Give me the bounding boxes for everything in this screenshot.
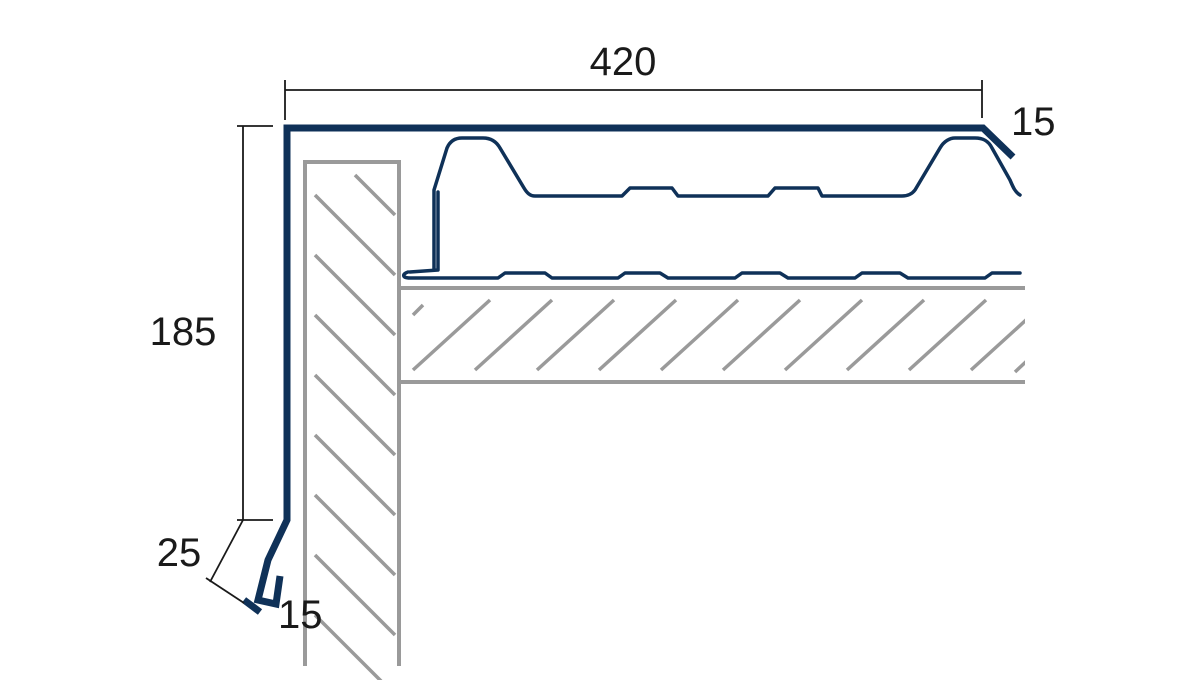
upper-sheet-inner-edge	[408, 190, 440, 274]
dim-label-top-length: 420	[590, 40, 657, 84]
roof-sheets	[402, 136, 1022, 280]
flashing-profile	[253, 124, 1016, 609]
slab-hatching	[411, 298, 1025, 374]
dim-label-top-return: 15	[1011, 100, 1056, 144]
dim-line-lower-flange	[209, 519, 244, 583]
dim-label-bottom-return: 15	[278, 593, 323, 637]
dim-label-height: 185	[150, 310, 217, 354]
wall-hatching	[313, 173, 397, 680]
dim-label-lower-flange: 25	[157, 531, 202, 575]
flashing-drip-tip	[241, 597, 263, 615]
dimension-lines	[205, 80, 983, 604]
roof-slab	[399, 286, 1025, 384]
upper-profiled-sheet	[432, 136, 1022, 272]
lower-profiled-sheet	[402, 270, 1022, 280]
dim-tick-lower-flange	[205, 577, 245, 604]
wall	[303, 160, 401, 680]
edge-flashing	[241, 124, 1016, 615]
